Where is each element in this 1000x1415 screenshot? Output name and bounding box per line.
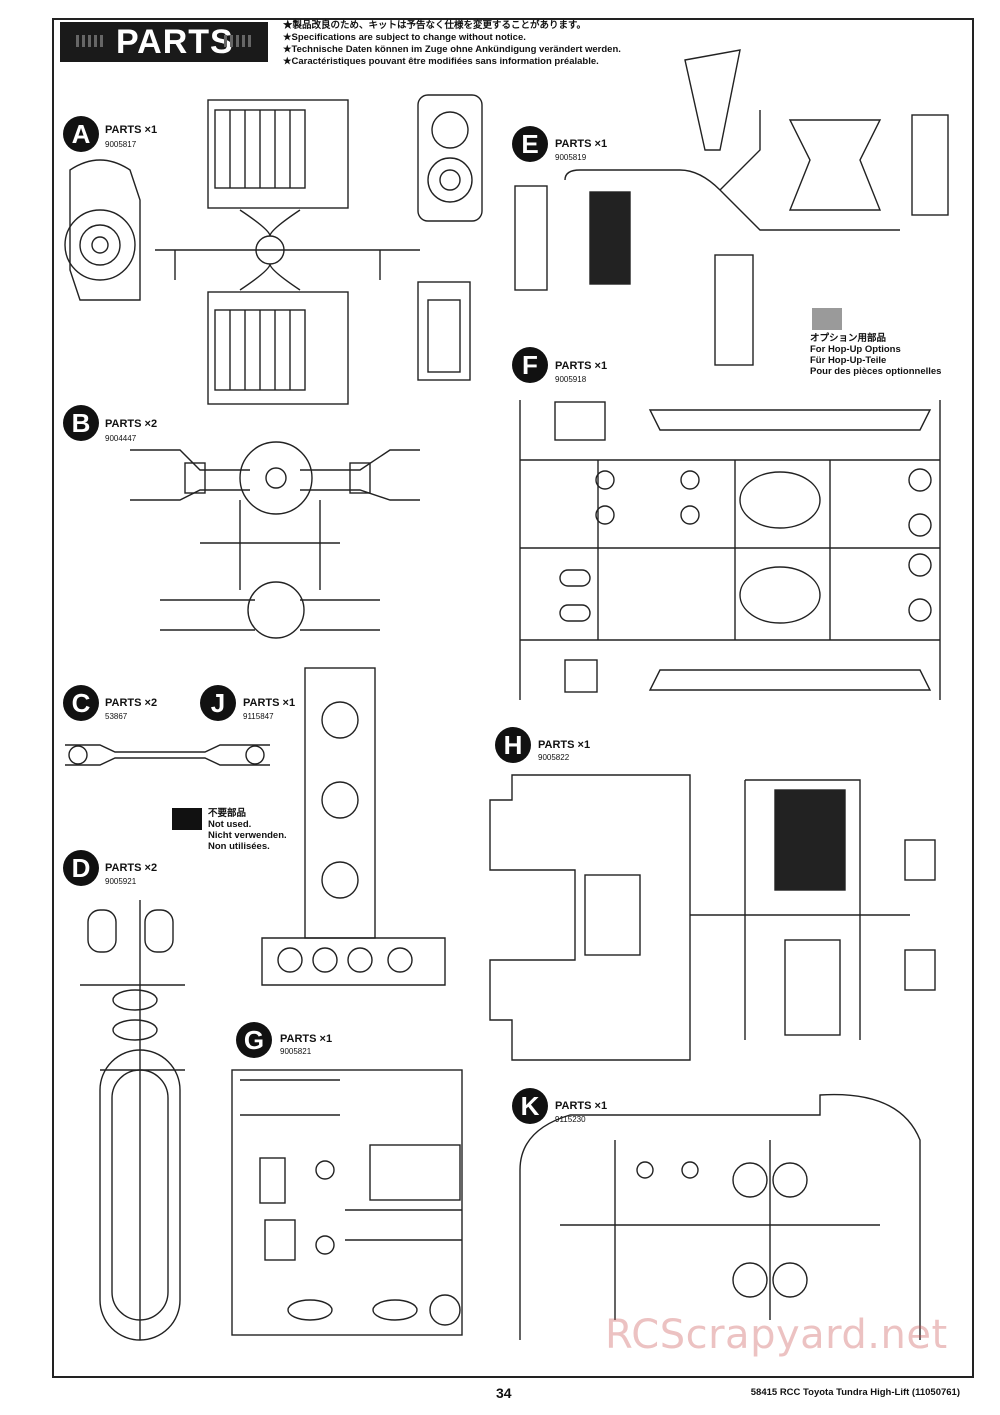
part-label-k: PARTS ×1 <box>555 1100 608 1112</box>
hop-up-options-legend: オプション用部品 For Hop-Up Options Für Hop-Up-T… <box>810 333 941 377</box>
legend-line: 不要部品 <box>208 808 247 819</box>
sprue-g <box>231 1069 463 1336</box>
sprue-b <box>130 441 420 639</box>
header-decoration <box>76 35 106 47</box>
page-title: PARTS <box>116 23 234 61</box>
not-used-legend: 不要部品 Not used. Nicht verwenden. Non util… <box>208 808 287 852</box>
part-badge-j: J <box>200 685 236 721</box>
part-badge-h: H <box>495 727 531 763</box>
part-label-c: PARTS ×2 <box>105 697 158 709</box>
part-label-f: PARTS ×1 <box>555 360 608 372</box>
legend-line: Für Hop-Up-Teile <box>810 355 887 366</box>
note-en: ★Specifications are subject to change wi… <box>283 32 526 43</box>
part-badge-a: A <box>63 116 99 152</box>
part-code-d: 9005921 <box>105 877 137 886</box>
part-code-c: 53867 <box>105 712 128 721</box>
part-badge-d: D <box>63 850 99 886</box>
sprue-k <box>519 1093 921 1340</box>
part-code-f: 9005918 <box>555 375 587 384</box>
part-code-h: 9005822 <box>538 753 570 762</box>
part-badge-g: G <box>236 1022 272 1058</box>
header-decoration <box>224 35 254 47</box>
sprue-h <box>489 774 936 1061</box>
part-label-j: PARTS ×1 <box>243 697 296 709</box>
page-number: 34 <box>496 1385 512 1401</box>
legend-line: Nicht verwenden. <box>208 830 287 841</box>
sprue-f <box>519 400 941 700</box>
sprue-j <box>261 667 446 986</box>
legend-line: Non utilisées. <box>208 841 270 852</box>
legend-line: Not used. <box>208 819 252 830</box>
part-code-j: 9115847 <box>243 712 274 721</box>
legend-line: オプション用部品 <box>810 333 887 344</box>
sprue-e <box>514 49 949 366</box>
watermark: RCScrapyard.net <box>605 1312 948 1358</box>
part-badge-c: C <box>63 685 99 721</box>
not-used-swatch <box>172 808 202 830</box>
part-code-b: 9004447 <box>105 434 137 443</box>
note-fr: ★Caractéristiques pouvant être modifiées… <box>283 56 599 67</box>
part-code-k: 9115230 <box>555 1115 586 1124</box>
note-de: ★Technische Daten können im Zuge ohne An… <box>283 44 621 55</box>
part-code-a: 9005817 <box>105 140 137 149</box>
sprue-d <box>80 900 185 1341</box>
part-label-e: PARTS ×1 <box>555 138 608 150</box>
part-badge-e: E <box>512 126 548 162</box>
part-label-g: PARTS ×1 <box>280 1033 333 1045</box>
part-code-g: 9005821 <box>280 1047 312 1056</box>
hop-up-options-swatch <box>812 308 842 330</box>
model-footer: 58415 RCC Toyota Tundra High-Lift (11050… <box>750 1387 960 1398</box>
page-frame <box>52 18 974 1378</box>
part-badge-f: F <box>512 347 548 383</box>
part-label-a: PARTS ×1 <box>105 124 158 136</box>
parts-header: PARTS <box>60 22 268 62</box>
part-label-b: PARTS ×2 <box>105 418 158 430</box>
legend-line: For Hop-Up Options <box>810 344 901 355</box>
part-label-d: PARTS ×2 <box>105 862 158 874</box>
spec-notes: ★製品改良のため、キットは予告なく仕様を変更することがあります。 ★Specif… <box>283 20 621 68</box>
note-jp: ★製品改良のため、キットは予告なく仕様を変更することがあります。 <box>283 20 587 31</box>
part-badge-b: B <box>63 405 99 441</box>
part-badge-k: K <box>512 1088 548 1124</box>
part-label-h: PARTS ×1 <box>538 739 591 751</box>
sprue-c <box>65 744 270 766</box>
sprue-a <box>64 94 483 405</box>
legend-line: Pour des pièces optionnelles <box>810 366 942 377</box>
part-code-e: 9005819 <box>555 153 587 162</box>
